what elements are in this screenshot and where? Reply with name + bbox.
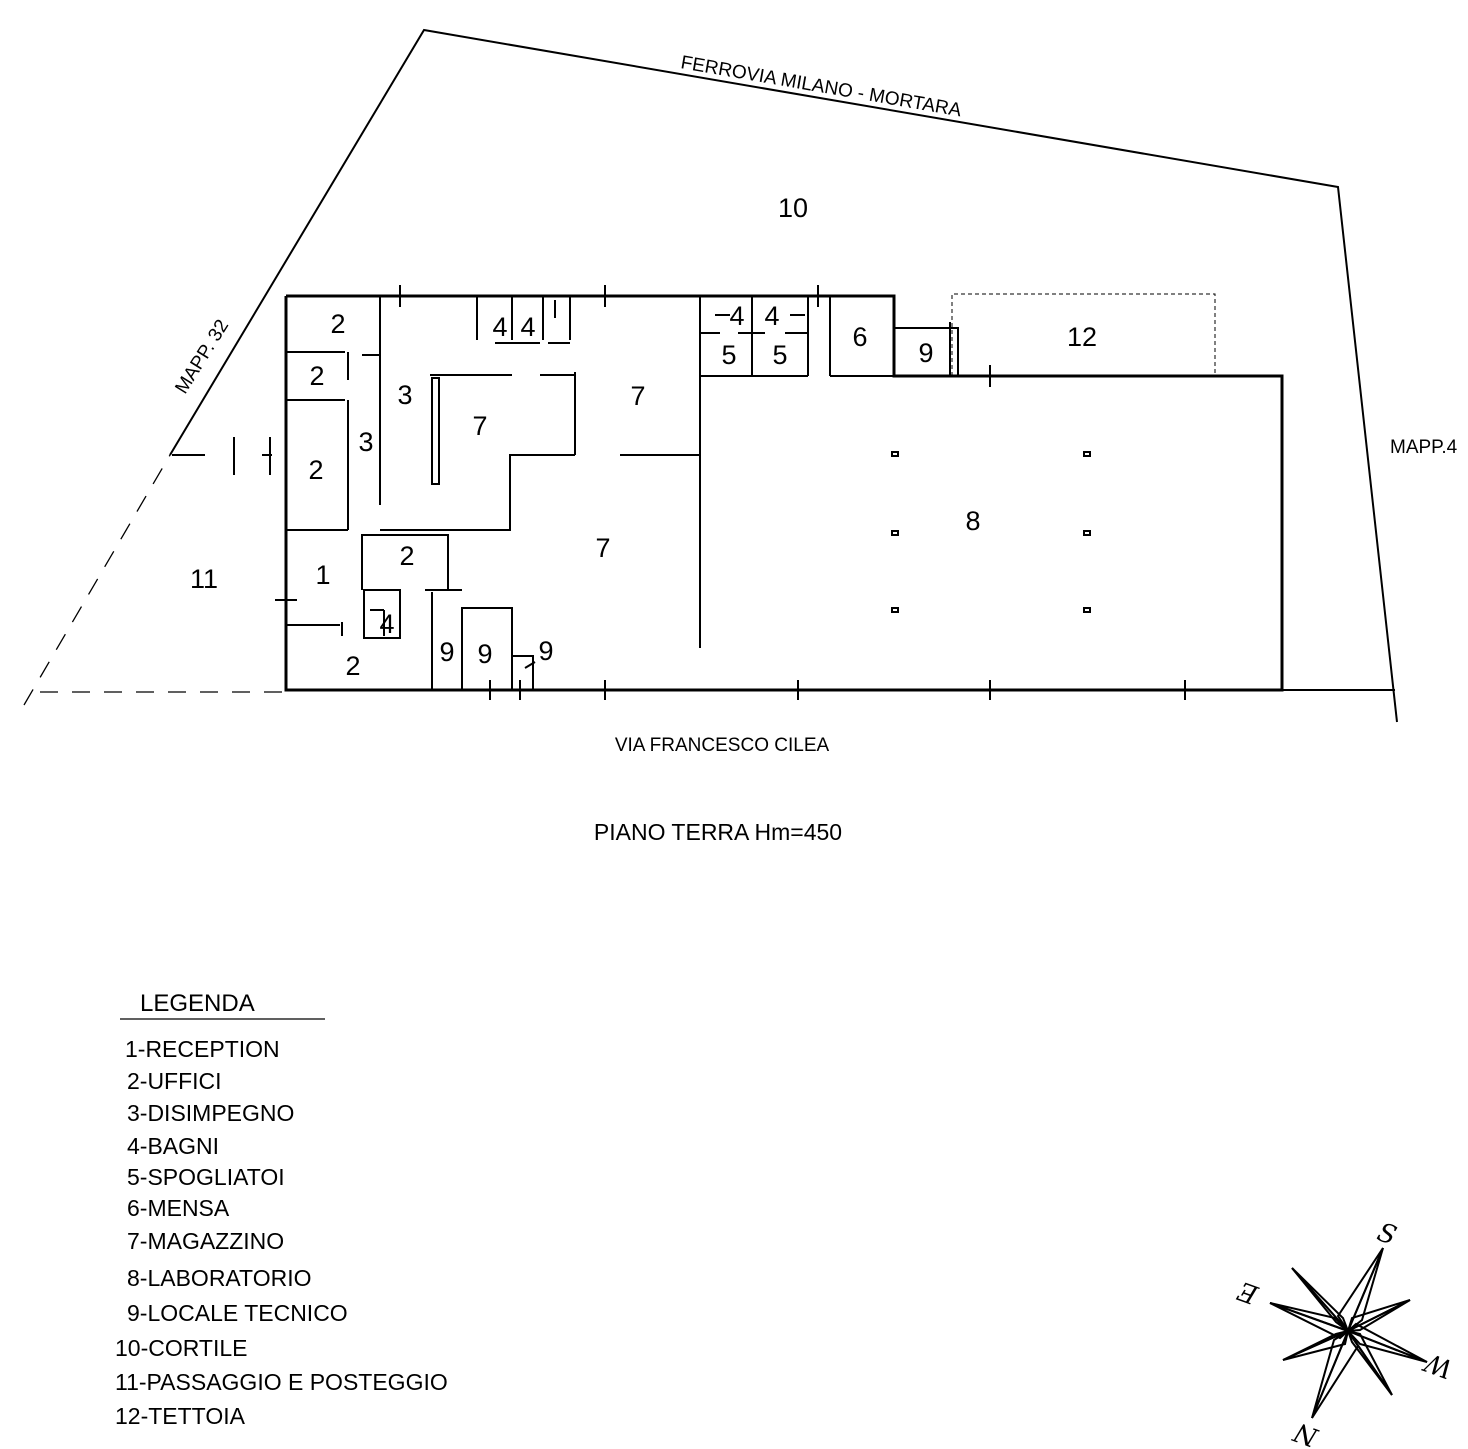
legend-item: 12-TETTOIA xyxy=(115,1403,246,1429)
room-number: 9 xyxy=(439,637,454,667)
legend-item: 8-LABORATORIO xyxy=(127,1265,311,1291)
compass-east-label: E xyxy=(1234,1275,1263,1310)
boundary-labels: FERROVIA MILANO - MORTARA MAPP. 32 MAPP.… xyxy=(171,52,1457,756)
mapp-right-label: MAPP.4 xyxy=(1390,437,1458,458)
legend-item: 6-MENSA xyxy=(127,1195,230,1221)
room-number: 3 xyxy=(397,380,412,410)
room-number: 5 xyxy=(721,340,736,370)
room-number: 9 xyxy=(918,338,933,368)
room-number: 4 xyxy=(764,301,779,331)
room-number: 2 xyxy=(308,455,323,485)
legend-item: 2-UFFICI xyxy=(127,1068,222,1094)
plan-title: PIANO TERRA Hm=450 xyxy=(594,819,842,845)
room-number: 9 xyxy=(477,639,492,669)
legend-item: 9-LOCALE TECNICO xyxy=(127,1300,348,1326)
legend-item: 7-MAGAZZINO xyxy=(127,1228,284,1254)
room-number: 11 xyxy=(190,564,218,594)
canopy-outline xyxy=(951,293,1216,376)
room-number: 5 xyxy=(772,340,787,370)
room-number: 7 xyxy=(630,381,645,411)
legend-title: LEGENDA xyxy=(140,990,255,1017)
compass-west-label: W xyxy=(1419,1346,1457,1384)
room-number: 4 xyxy=(492,312,507,342)
room-number: 8 xyxy=(965,506,980,536)
legend-item: 3-DISIMPEGNO xyxy=(127,1100,294,1126)
legend-item: 10-CORTILE xyxy=(115,1335,248,1361)
room-number: 9 xyxy=(538,636,553,666)
legend: LEGENDA 1-RECEPTION 2-UFFICI 3-DISIMPEGN… xyxy=(115,990,448,1429)
building-outline xyxy=(275,285,1284,700)
room-number: 3 xyxy=(358,427,373,457)
room-number: 10 xyxy=(778,193,808,223)
compass-south-label: S xyxy=(1373,1217,1400,1251)
interior-walls xyxy=(286,296,1091,690)
legend-item: 4-BAGNI xyxy=(127,1133,219,1159)
legend-item: 11-PASSAGGIO E POSTEGGIO xyxy=(115,1369,448,1395)
room-number: 2 xyxy=(309,361,324,391)
room-number: 2 xyxy=(330,309,345,339)
room-number: 2 xyxy=(345,651,360,681)
entrance-gate xyxy=(172,437,272,475)
room-labels: 10 11 12 8 7 7 7 6 9 9 9 9 5 5 4 4 4 4 4… xyxy=(190,193,1097,681)
room-number: 4 xyxy=(729,301,744,331)
railway-label: FERROVIA MILANO - MORTARA xyxy=(679,52,963,121)
room-number: 7 xyxy=(595,533,610,563)
room-number: 6 xyxy=(852,322,867,352)
room-number: 4 xyxy=(379,609,394,639)
compass-north-label: N xyxy=(1289,1416,1323,1449)
compass-rose-icon: S N E W xyxy=(1234,1217,1457,1449)
room-number: 4 xyxy=(520,312,535,342)
room-number: 12 xyxy=(1067,322,1097,352)
room-number: 7 xyxy=(472,411,487,441)
room-number: 2 xyxy=(399,541,414,571)
legend-item: 5-SPOGLIATOI xyxy=(127,1164,285,1190)
legend-item: 1-RECEPTION xyxy=(125,1036,280,1062)
room-number: 1 xyxy=(315,560,330,590)
street-label: VIA FRANCESCO CILEA xyxy=(615,735,830,756)
mapp-left-label: MAPP. 32 xyxy=(171,316,233,398)
